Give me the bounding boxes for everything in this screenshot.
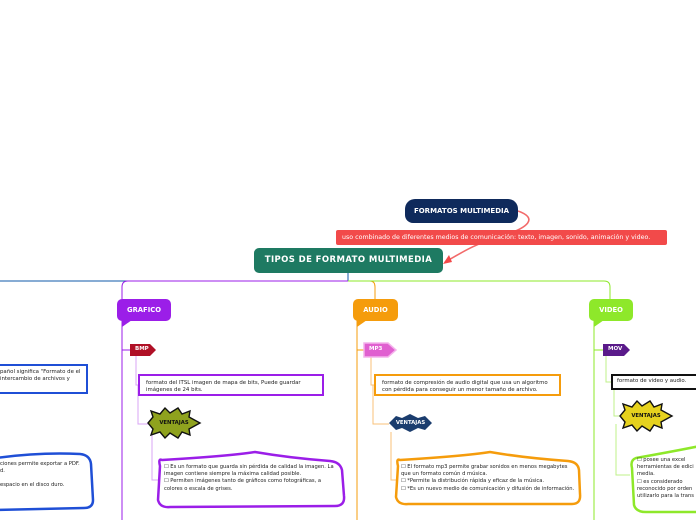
bmp-tag-shape	[130, 344, 156, 356]
left-desc-text: pañol significa "Formato de el intercamb…	[0, 369, 81, 383]
left-round-box[interactable]: ciones permite exportar a PDF. d. espaci…	[0, 461, 90, 505]
mp3-tag-shape	[363, 342, 398, 358]
grafico-ventajas-box-shape	[156, 450, 346, 509]
left-round-box-shape	[0, 452, 95, 512]
mp3-desc-box[interactable]: formato de compresión de audio digital q…	[374, 374, 561, 396]
left-round-text-2: d.	[0, 468, 5, 475]
mov-tag-shape	[603, 344, 630, 356]
left-round-text-3: espacio en el disco duro.	[0, 482, 65, 489]
connector-mov-ventajas	[613, 389, 620, 417]
video-ventajas-text-box[interactable]: ☐ posee una excel herramientas de edici …	[637, 457, 696, 509]
audio-ventajas-text-2: ☐ *Permite la distribución rápida y efic…	[401, 478, 545, 485]
connector-root-left	[0, 273, 349, 282]
connector-mov-desc	[605, 356, 611, 383]
audio-ventajas-text-box[interactable]: ☐ El formato mp3 permite grabar sonidos …	[401, 464, 577, 502]
formatos-multimedia-node[interactable]: FORMATOS MULTIMEDIA	[405, 199, 518, 223]
grafico-ventajas-label: VENTAJAS	[159, 420, 189, 426]
video-ventajas-text-2: herramientas de edici	[637, 464, 694, 471]
video-ventajas-text-3: media.	[637, 471, 655, 478]
connector-root-audio	[348, 280, 376, 300]
mov-desc-text: formato de video y audio.	[617, 378, 687, 384]
grafico-tail	[122, 320, 132, 327]
bmp-desc-box[interactable]: formato del ITSL imagen de mapa de bits,…	[138, 374, 324, 396]
definition-note[interactable]: uso combinado de diferentes medios de co…	[336, 230, 667, 245]
audio-ventajas-shape	[389, 414, 432, 432]
video-ventajas-label: VENTAJAS	[631, 413, 661, 419]
left-round-text-1: ciones permite exportar a PDF.	[0, 461, 80, 467]
audio-ventajas-label: VENTAJAS	[395, 420, 426, 426]
connector-root-video	[348, 280, 611, 300]
video-node[interactable]: VIDEO	[589, 299, 633, 321]
video-ventajas-text-1: ☐ posee una excel	[637, 457, 686, 463]
connector-audio-ventajas-text	[390, 432, 396, 481]
video-ventajas-text-6: utilizarlo para la trans	[637, 493, 694, 500]
grafico-ventajas-text-2: ☐ Permiten imágenes tanto de gráficos co…	[164, 478, 322, 492]
audio-tail	[357, 320, 367, 327]
grafico-node[interactable]: GRAFICO	[117, 299, 171, 321]
video-ventajas-shape	[619, 399, 674, 433]
connector-root-grafico	[121, 280, 348, 300]
grafico-ventajas-text-1: ☐ Es un formato que guarda sin pérdida d…	[164, 464, 334, 478]
audio-ventajas-box-shape	[394, 450, 582, 506]
audio-ventajas-text-3: ☐ *Es un nuevo medio de comunicación y d…	[401, 485, 575, 492]
grafico-ventajas-shape	[147, 406, 202, 440]
grafico-ventajas-node[interactable]: VENTAJAS	[148, 408, 200, 438]
grafico-ventajas-text-box[interactable]: ☐ Es un formato que guarda sin pérdida d…	[164, 464, 340, 504]
connector-ventajas-text	[151, 432, 158, 481]
connector-mp3-desc	[370, 356, 375, 386]
bmp-tag[interactable]: BMP	[135, 346, 149, 352]
video-ventajas-text-5: reconocido por orden	[637, 485, 693, 492]
mov-tag[interactable]: MOV	[608, 346, 623, 352]
video-tail	[594, 320, 604, 327]
connector-arrowhead	[443, 255, 452, 264]
connector-mp3-ventajas	[372, 385, 389, 425]
video-ventajas-box-shape	[630, 445, 696, 514]
mp3-desc-text: formato de compresión de audio digital q…	[382, 380, 548, 394]
connector-video-ventajas-text	[615, 424, 630, 476]
audio-ventajas-node[interactable]: VENTAJAS	[389, 414, 432, 432]
connector-bmp-ventajas	[137, 385, 148, 425]
mp3-tag[interactable]: MP3	[369, 346, 383, 352]
root-node[interactable]: TIPOS DE FORMATO MULTIMEDIA	[254, 248, 443, 273]
audio-node[interactable]: AUDIO	[353, 299, 398, 321]
audio-ventajas-text-1: ☐ El formato mp3 permite grabar sonidos …	[401, 464, 568, 478]
left-desc-box[interactable]: pañol significa "Formato de el intercamb…	[0, 364, 88, 394]
video-ventajas-node[interactable]: VENTAJAS	[620, 401, 672, 431]
video-ventajas-text-4: ☐ es considerado	[637, 478, 683, 485]
mov-desc-box[interactable]: formato de video y audio.	[611, 374, 696, 390]
bmp-desc-text: formato del ITSL imagen de mapa de bits,…	[146, 380, 301, 394]
